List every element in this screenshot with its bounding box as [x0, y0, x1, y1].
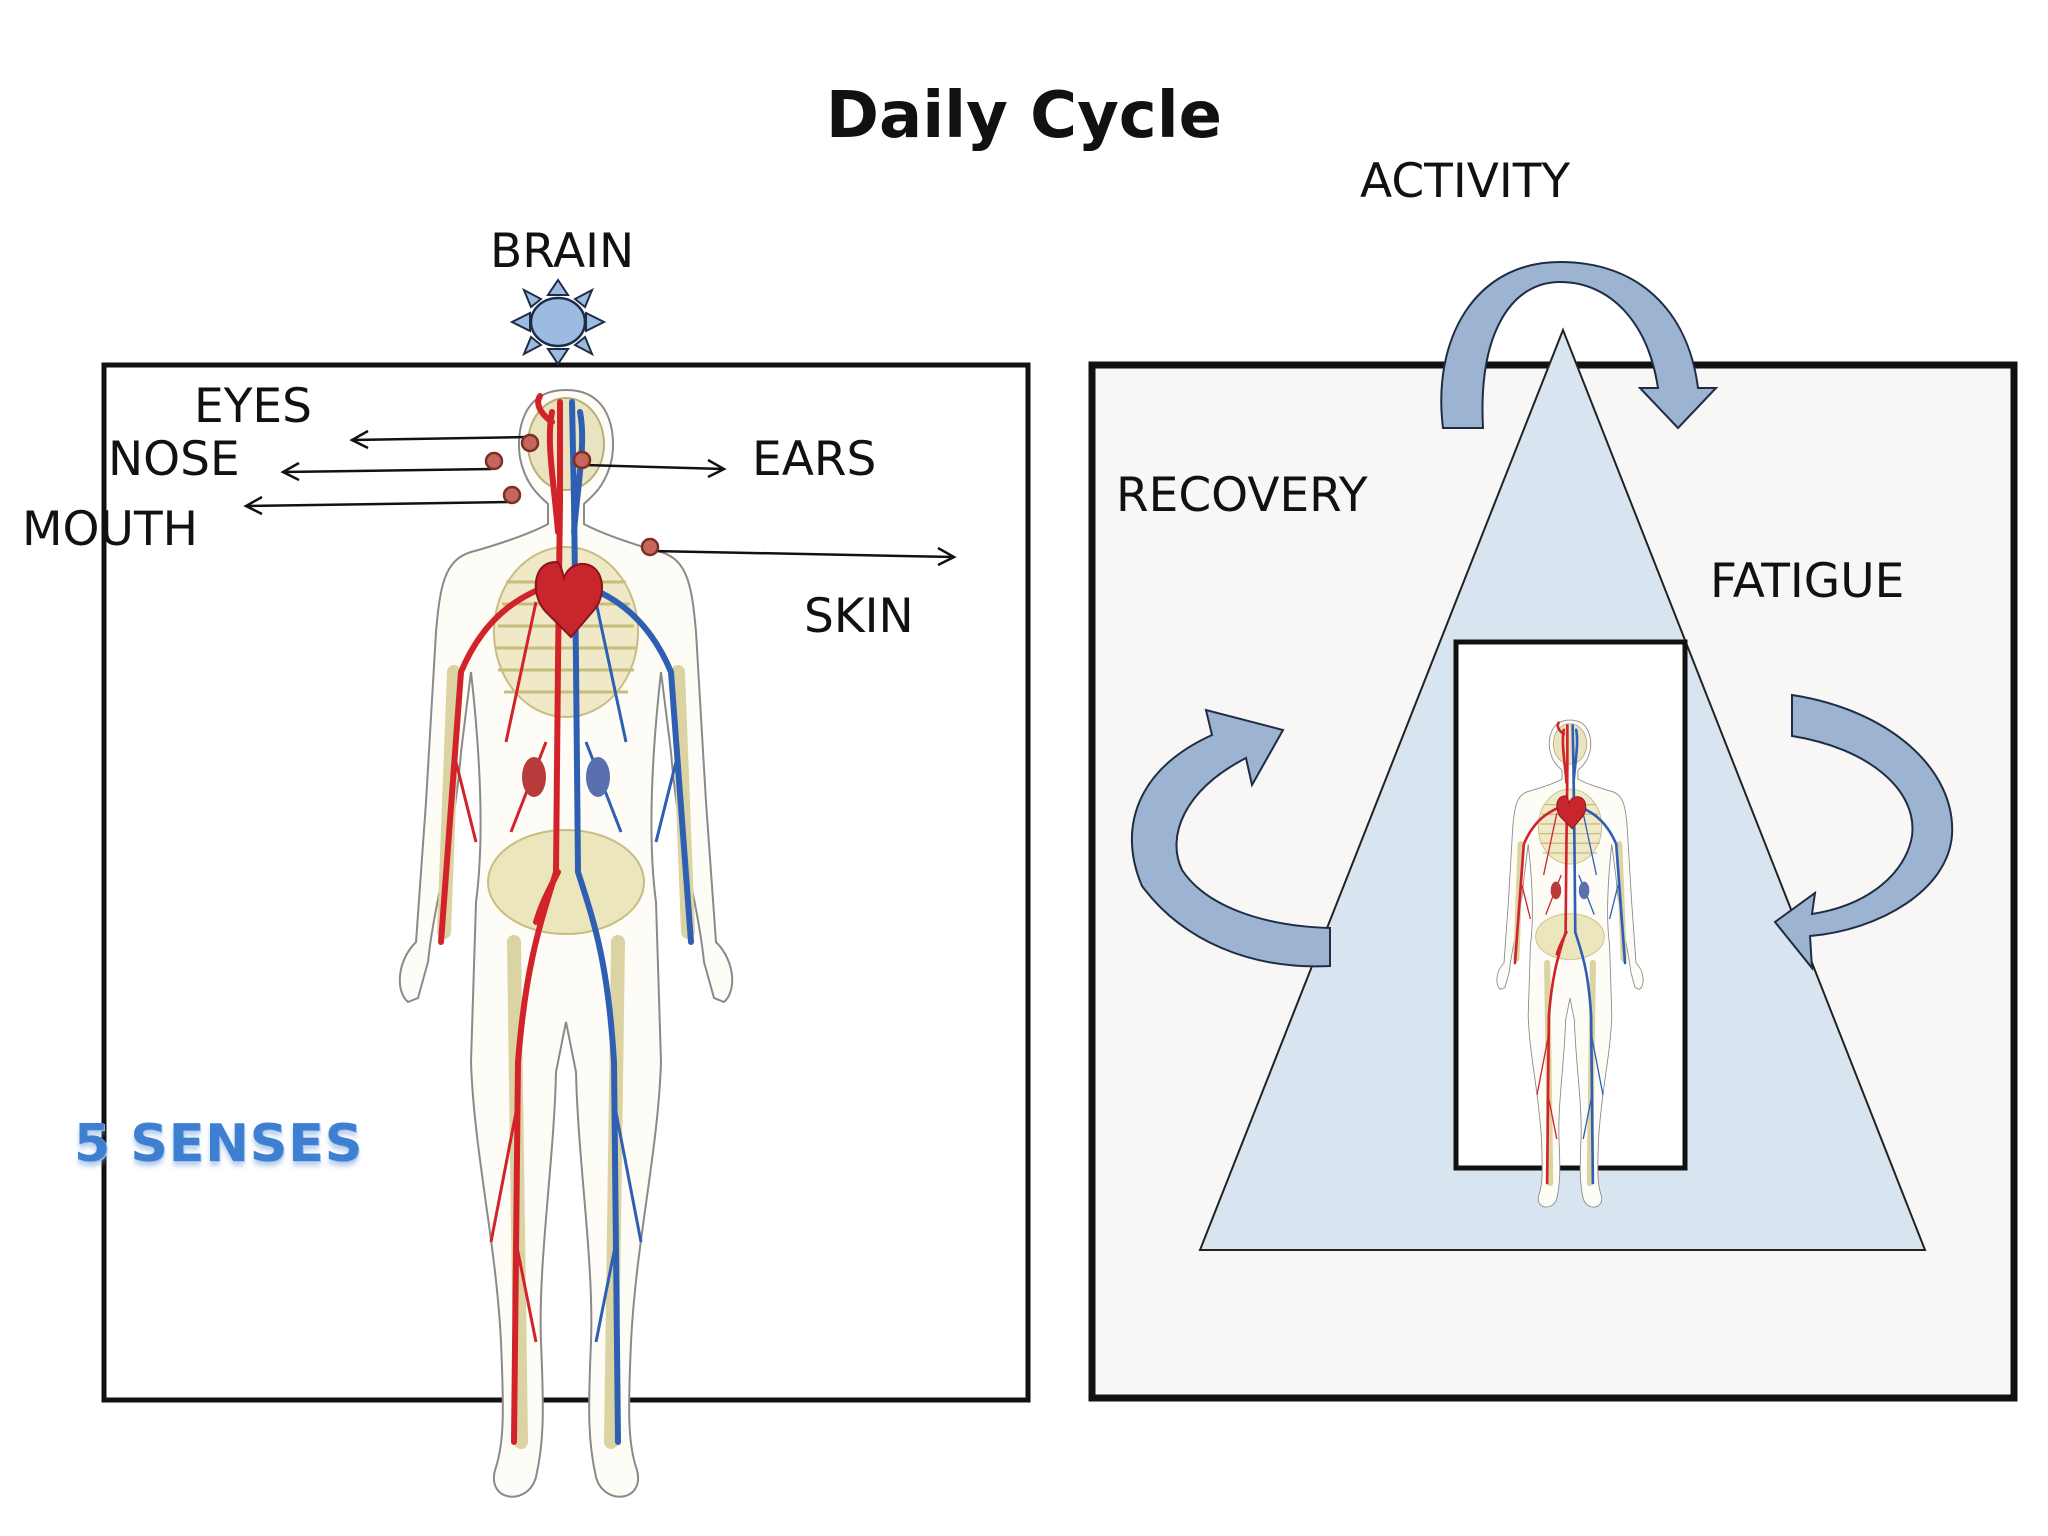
recovery-curved-arrow-icon [1130, 708, 1331, 968]
sense-arrows [243, 429, 957, 567]
mouth-arrow-line [245, 500, 511, 508]
fatigue-label: FATIGUE [1710, 554, 1905, 609]
ears-arrow-line [583, 463, 725, 471]
nose-arrow-line [282, 467, 493, 474]
senses-caption: 5 SENSES [74, 1114, 364, 1174]
page-title: Daily Cycle [825, 79, 1223, 153]
activity-curved-arrow-icon [1440, 260, 1719, 430]
skin-label: SKIN [804, 589, 914, 644]
eyes-label: EYES [194, 379, 312, 434]
nose-arrow-head [280, 461, 300, 482]
skin-arrow-head [937, 546, 957, 567]
mouth-arrow-head [243, 495, 263, 516]
skin-arrow-line [651, 549, 955, 559]
sun-icon [509, 278, 607, 366]
eyes-arrow-head [349, 429, 369, 450]
ears-arrow-head [707, 458, 727, 479]
nose-label: NOSE [108, 432, 240, 487]
sense-markers [484, 433, 660, 557]
skin-dot-icon [640, 537, 660, 557]
mouth-label: MOUTH [22, 502, 198, 557]
activity-label: ACTIVITY [1360, 154, 1571, 209]
fatigue-curved-arrow-icon [1773, 693, 1954, 972]
brain-label: BRAIN [490, 224, 635, 279]
recovery-label: RECOVERY [1116, 468, 1368, 523]
mouth-dot-icon [502, 485, 522, 505]
ears-dot-icon [572, 450, 592, 470]
eyes-dot-icon [520, 433, 540, 453]
nose-dot-icon [484, 451, 504, 471]
eyes-arrow-line [351, 435, 529, 442]
ears-label: EARS [752, 432, 877, 487]
